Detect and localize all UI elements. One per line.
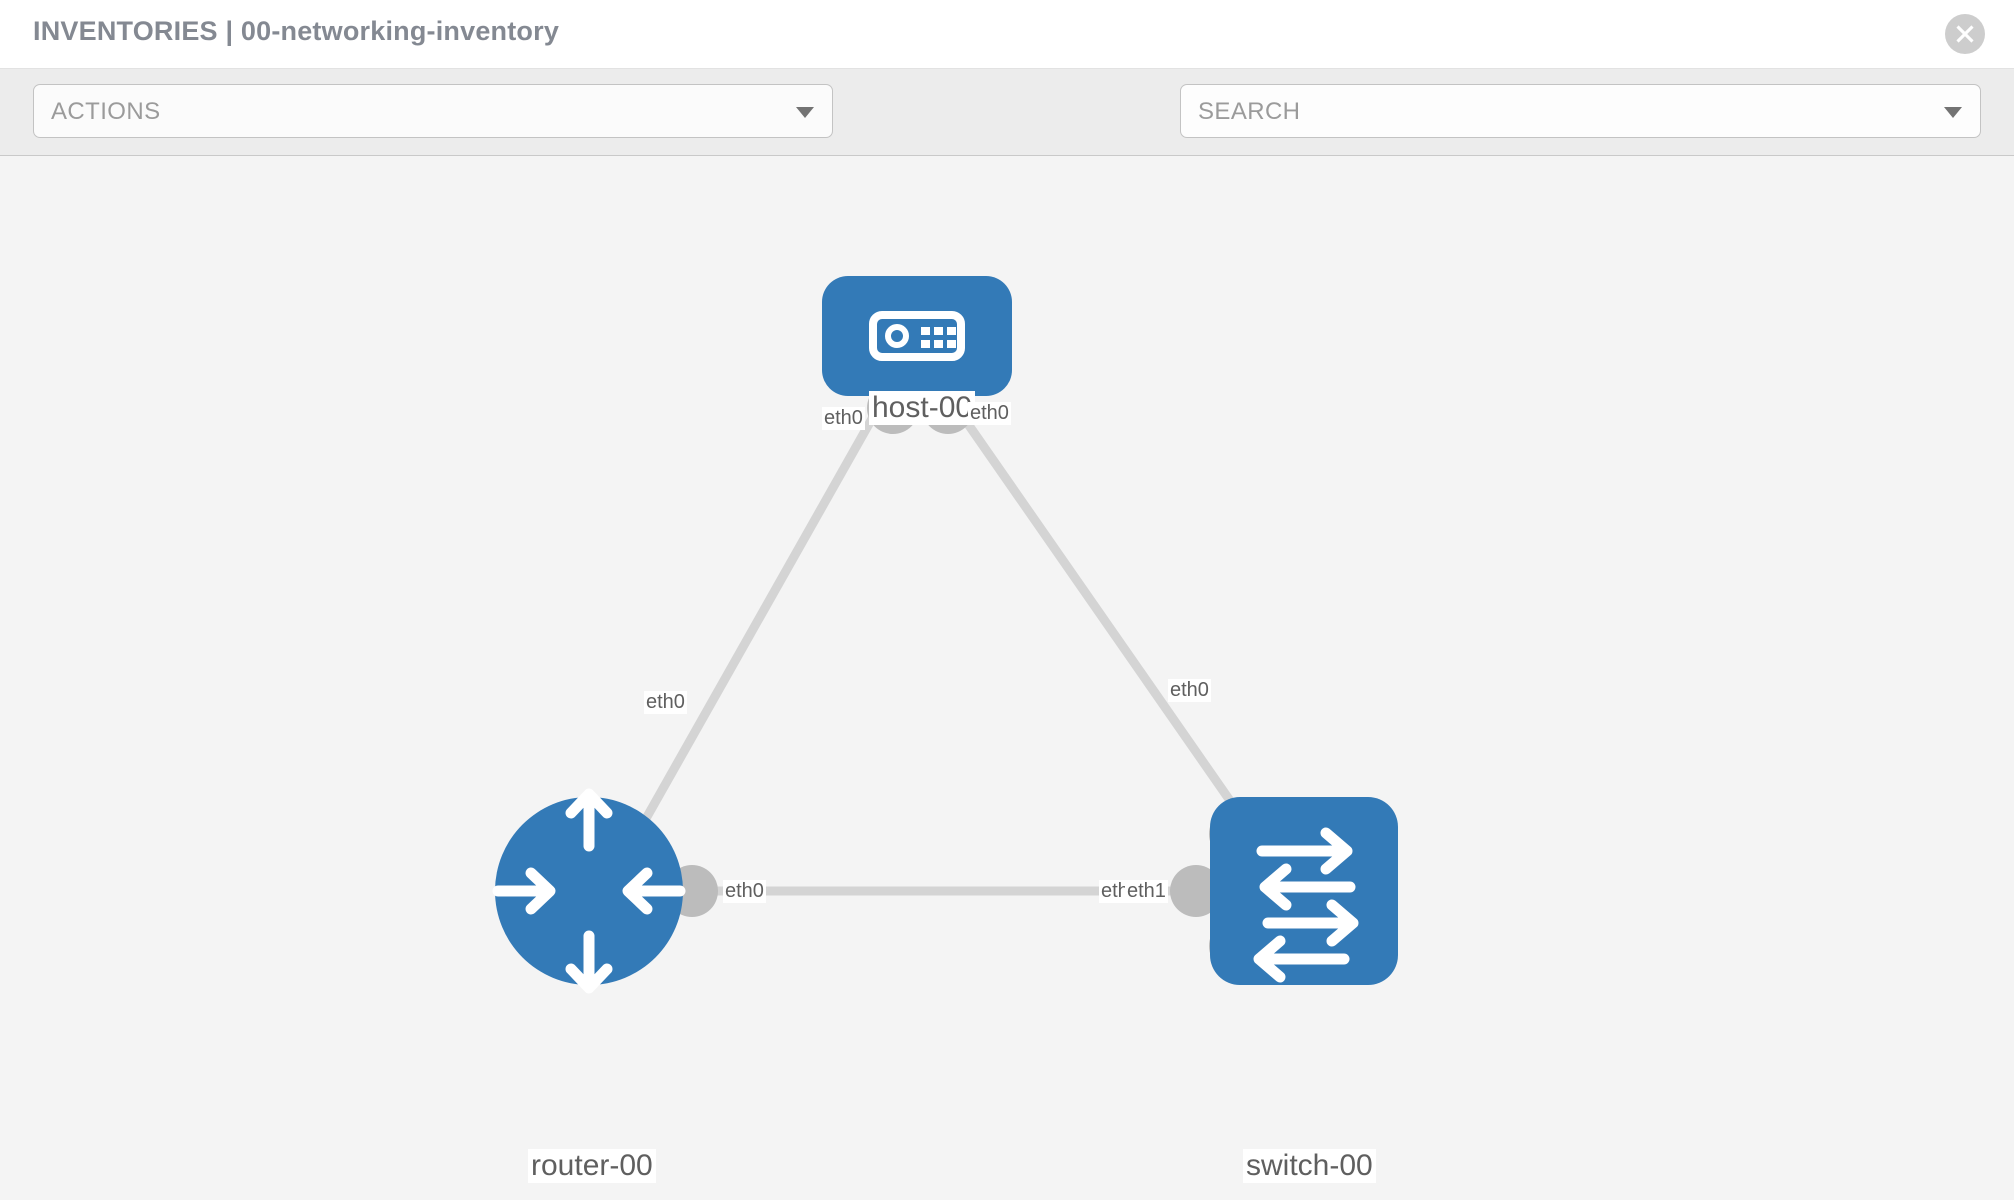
chevron-down-icon: [1944, 107, 1962, 118]
node-label-router-00: router-00: [528, 1149, 656, 1183]
search-input[interactable]: SEARCH: [1180, 84, 1981, 138]
iface-label-host-right: eth0: [968, 402, 1011, 425]
link-host-router: [618, 398, 886, 864]
node-switch-00[interactable]: [1210, 797, 1398, 985]
toolbar: ACTIONS SEARCH: [0, 68, 2014, 205]
node-host-00[interactable]: [822, 276, 1012, 396]
node-label-host-00: host-00: [869, 391, 976, 425]
link-host-switch: [948, 398, 1276, 864]
iface-label-switch-up: eth0: [1168, 679, 1211, 702]
iface-label-router-up: eth0: [644, 691, 687, 714]
link-edges: [618, 398, 1276, 896]
chevron-down-icon: [796, 107, 814, 118]
iface-label-switch-left: eth1: [1125, 880, 1168, 903]
iface-label-router-right: eth0: [723, 880, 766, 903]
actions-dropdown[interactable]: ACTIONS: [33, 84, 833, 138]
node-router-00[interactable]: [492, 788, 686, 994]
page-title: INVENTORIES | 00-networking-inventory: [33, 16, 560, 46]
iface-label-host-left: eth0: [822, 407, 865, 430]
topology-canvas[interactable]: eth0 host-00 eth0 eth0 eth0 eth0 eth0 et…: [0, 156, 2014, 1200]
iface-dot-switch-left: [1170, 865, 1222, 917]
close-icon[interactable]: [1945, 14, 1985, 54]
topology-graph: [492, 276, 1398, 994]
page-header: INVENTORIES | 00-networking-inventory: [0, 0, 2014, 68]
actions-dropdown-label: ACTIONS: [51, 98, 161, 125]
search-placeholder: SEARCH: [1198, 98, 1301, 125]
node-label-switch-00: switch-00: [1243, 1149, 1376, 1183]
